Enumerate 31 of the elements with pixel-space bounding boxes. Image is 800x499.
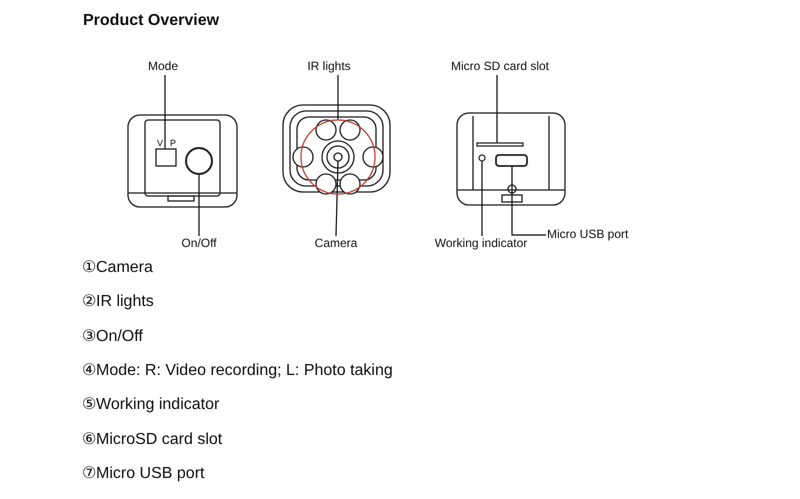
leader-line: [335, 160, 339, 236]
list-item: ④Mode: R: Video recording; L: Photo taking: [82, 362, 393, 380]
usb-port: [495, 154, 528, 167]
part-label: IR lights: [307, 60, 351, 74]
leader-line: [164, 75, 166, 149]
list-item: ②IR lights: [82, 293, 154, 312]
leader-line: [481, 161, 483, 236]
part-label: Working indicator: [434, 237, 528, 251]
title: Product Overview: [83, 12, 220, 30]
list-item: ⑦Micro USB port: [82, 464, 204, 484]
leader-line: [198, 174, 200, 236]
list-item: ⑥MicroSD card slot: [82, 430, 222, 449]
switch-label: V: [157, 138, 164, 148]
part-label: On/Off: [181, 237, 217, 251]
list-item: ①Camera: [82, 259, 153, 278]
camera-lens: [333, 152, 343, 162]
power-button: [185, 147, 213, 175]
part-label: Mode: [148, 60, 178, 74]
ir-light-ring: [300, 119, 376, 195]
leader-line: [337, 75, 339, 120]
part-label: Camera: [314, 237, 358, 251]
sd-card-slot: [476, 142, 524, 147]
list-item: ⑤Working indicator: [82, 396, 220, 415]
part-label: Micro SD card slot: [450, 60, 550, 74]
part-label: Micro USB port: [547, 228, 628, 242]
mode-switch: [155, 148, 177, 167]
leader-line: [511, 166, 546, 236]
leader-line: [496, 75, 498, 143]
list-item: ③On/Off: [82, 328, 143, 346]
switch-label: P: [170, 138, 176, 148]
indicator-light: [478, 154, 486, 162]
